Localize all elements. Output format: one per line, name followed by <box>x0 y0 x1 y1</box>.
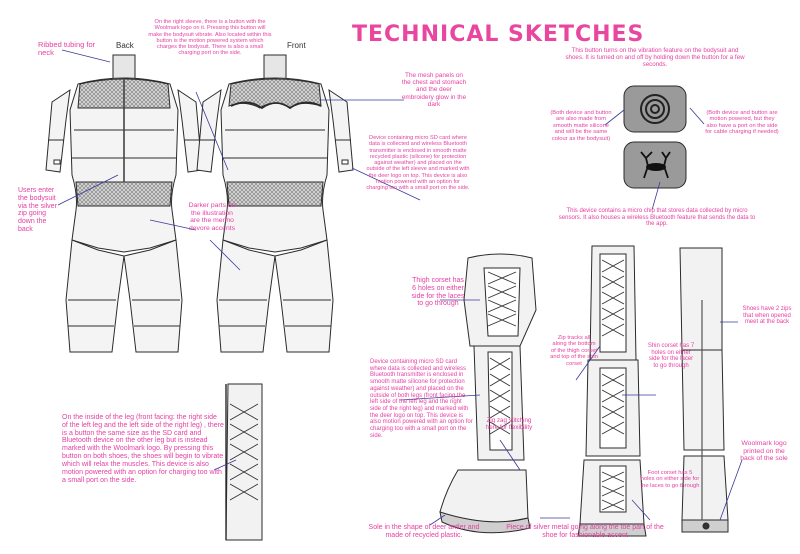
leg-detail-sketch <box>225 383 263 541</box>
note-users-enter: Users enter the bodysuit via the silver … <box>18 187 57 234</box>
note-device-sd-sleeve: Device containing micro SD card where da… <box>366 135 470 191</box>
note-foot-corset: Foot corset has 5 holes on either side f… <box>640 470 700 489</box>
note-mesh-panels: The mesh panels on the chest and stomach… <box>401 72 467 108</box>
note-shoes-2-zips: Shoes have 2 zips that when opened meet … <box>742 306 792 326</box>
note-woolmark-sole: Woolmark logo printed on the back of the… <box>740 440 788 463</box>
note-shin-corset: Shin corset has 7 holes on either side f… <box>647 343 695 370</box>
note-darker-parts: Darker parts on the illustration are the… <box>188 202 236 232</box>
thigh-boot-sketch <box>439 253 537 534</box>
deer-logo-device <box>623 141 687 189</box>
bodysuit-back-sketch <box>45 54 203 353</box>
note-ribbed-tubing: Ribbed tubing for neck <box>38 40 96 58</box>
vibration-button-device <box>623 85 687 133</box>
note-zip-tracks: Zip tracks all along the bottom of the t… <box>550 335 598 367</box>
note-vibration-button: This button turns on the vibration featu… <box>565 47 745 68</box>
note-thigh-corset: Thigh corset has 6 holes on either side … <box>411 277 465 308</box>
note-zig-zag: Zig zag stitching here for flexibility <box>485 417 533 431</box>
note-micro-chip: This device contains a micro chip that s… <box>558 208 756 228</box>
note-both-devices-right: (Both device and button are motion power… <box>705 110 779 136</box>
note-right-sleeve: On the right sleeve, there is a button w… <box>148 19 272 57</box>
view-label-front: Front <box>287 41 306 50</box>
bodysuit-front-sketch <box>196 54 354 353</box>
note-inside-leg: On the inside of the leg (front facing: … <box>62 414 224 484</box>
shin-boot-sketch <box>577 245 647 537</box>
note-silver-metal: Piece of silver metal going along the to… <box>506 524 664 539</box>
note-device-sd-leg: Device containing micro SD card where da… <box>370 359 473 439</box>
annotation-arrows <box>57 49 743 526</box>
note-both-devices-left: (Both device and button are also made fr… <box>550 110 612 142</box>
back-boot-sketch <box>679 247 729 533</box>
page-title: TECHNICAL SKETCHES <box>352 22 645 47</box>
note-sole-antler: Sole in the shape of deer antler and mad… <box>368 524 480 539</box>
view-label-back: Back <box>116 41 134 50</box>
